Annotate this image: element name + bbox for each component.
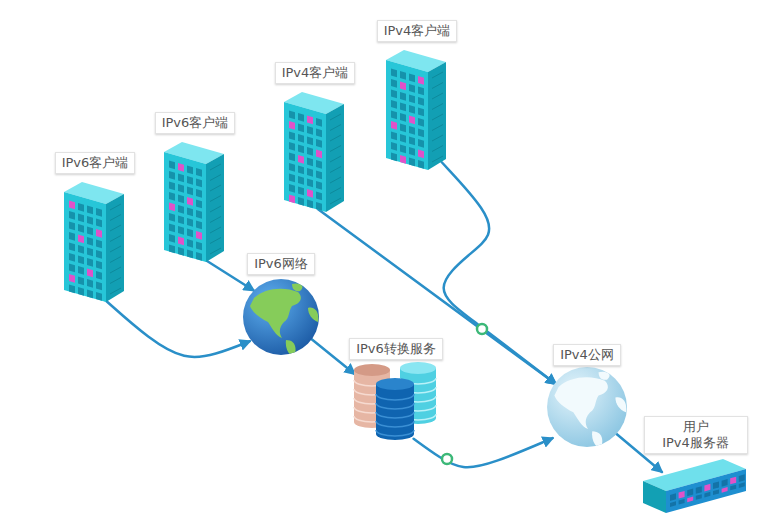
building-body [164,142,224,262]
database-stack [354,362,436,440]
node-label: IPv6转换服务 [349,338,443,360]
service-node: IPv6转换服务 [349,338,443,442]
building-body [284,92,344,212]
flow-arrow [104,299,250,357]
network-node: IPv4公网 [546,344,628,448]
network-node: IPv6网络 [242,253,320,356]
client-node: IPv6客户端 [55,152,136,303]
building-icon [164,138,226,263]
node-label: IPv4客户端 [377,20,458,42]
node-label: IPv6网络 [247,253,315,275]
building-icon [386,46,448,171]
globe6-icon [242,278,320,356]
node-label: IPv6客户端 [55,152,136,174]
flow-arrow [442,162,556,384]
globe [547,367,627,450]
server-node: 用户 IPv4服务器 [643,416,748,517]
server-icon [643,457,748,517]
flow-arrow [308,337,354,375]
node-label: 用户 IPv4服务器 [644,416,748,454]
globe4-icon [546,366,628,448]
node-label: IPv6客户端 [155,112,236,134]
building-body [386,50,446,170]
building-icon [284,88,346,213]
client-node: IPv4客户端 [275,62,356,213]
node-label: IPv4客户端 [275,62,356,84]
client-node: IPv4客户端 [377,20,458,171]
globe [243,279,319,358]
link-dot [477,324,487,334]
db-icon [352,362,440,442]
server-box [643,459,746,513]
link-dot [442,454,452,464]
client-node: IPv6客户端 [155,112,236,263]
building-body [64,182,124,302]
flow-arrow [414,438,553,467]
node-label: IPv4公网 [553,344,621,366]
building-icon [64,178,126,303]
